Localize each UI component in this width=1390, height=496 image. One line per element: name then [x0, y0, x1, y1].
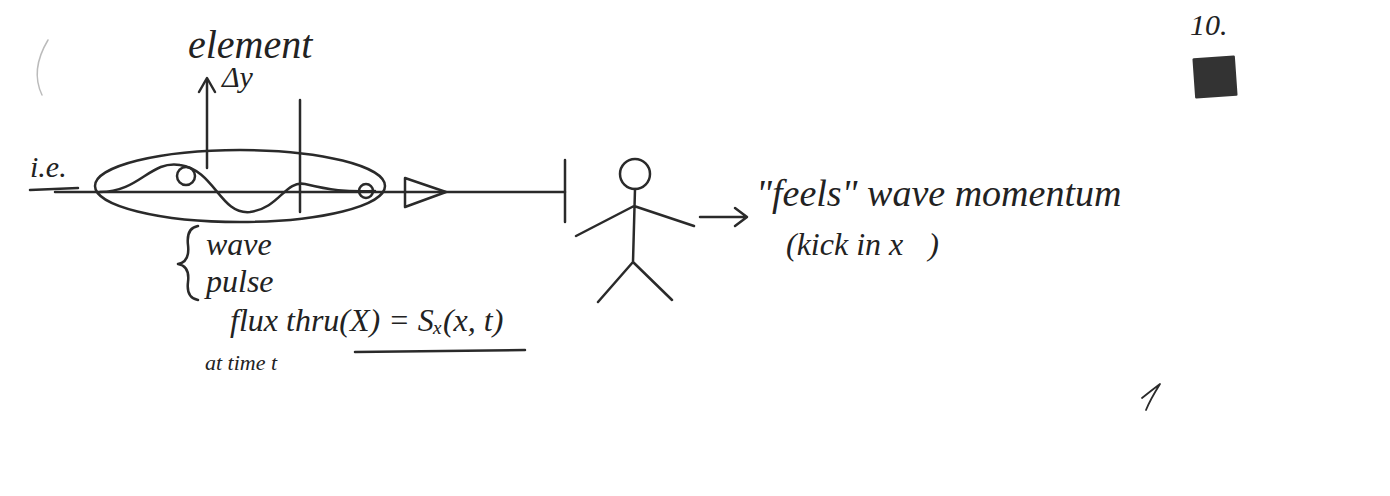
margin-mark: [37, 40, 48, 95]
mass-dot: [177, 167, 195, 185]
brace: [178, 226, 198, 300]
note-label: (kick in x⃗): [786, 226, 939, 263]
wave-pulse: [100, 164, 375, 212]
string-line: [55, 191, 565, 194]
mass-dot: [359, 184, 373, 198]
note-label: "feels" wave momentum: [756, 172, 1121, 216]
note-label: i.e.: [30, 150, 67, 185]
stick-figure: [576, 189, 694, 302]
underline: [355, 350, 525, 352]
dimension-label: Δy: [222, 60, 253, 95]
underline: [30, 188, 78, 190]
note-label: wave pulse: [206, 226, 326, 300]
string-end: [564, 160, 567, 222]
delta-y-arrowhead: [199, 78, 215, 92]
stick-head: [620, 159, 650, 189]
element-boundary: [299, 100, 302, 212]
formula-label: flux thru(X) = Sₓ(x, t): [230, 302, 503, 339]
delta-y-arrow: [206, 80, 209, 168]
element-ellipse: [95, 150, 385, 222]
implies-arrow: [700, 208, 747, 226]
check-mark: [1142, 384, 1160, 410]
direction-arrowhead: [405, 178, 446, 207]
scribble-box: [1194, 57, 1237, 98]
note-label: at time t: [205, 350, 277, 375]
page-number: 10.: [1190, 8, 1228, 43]
